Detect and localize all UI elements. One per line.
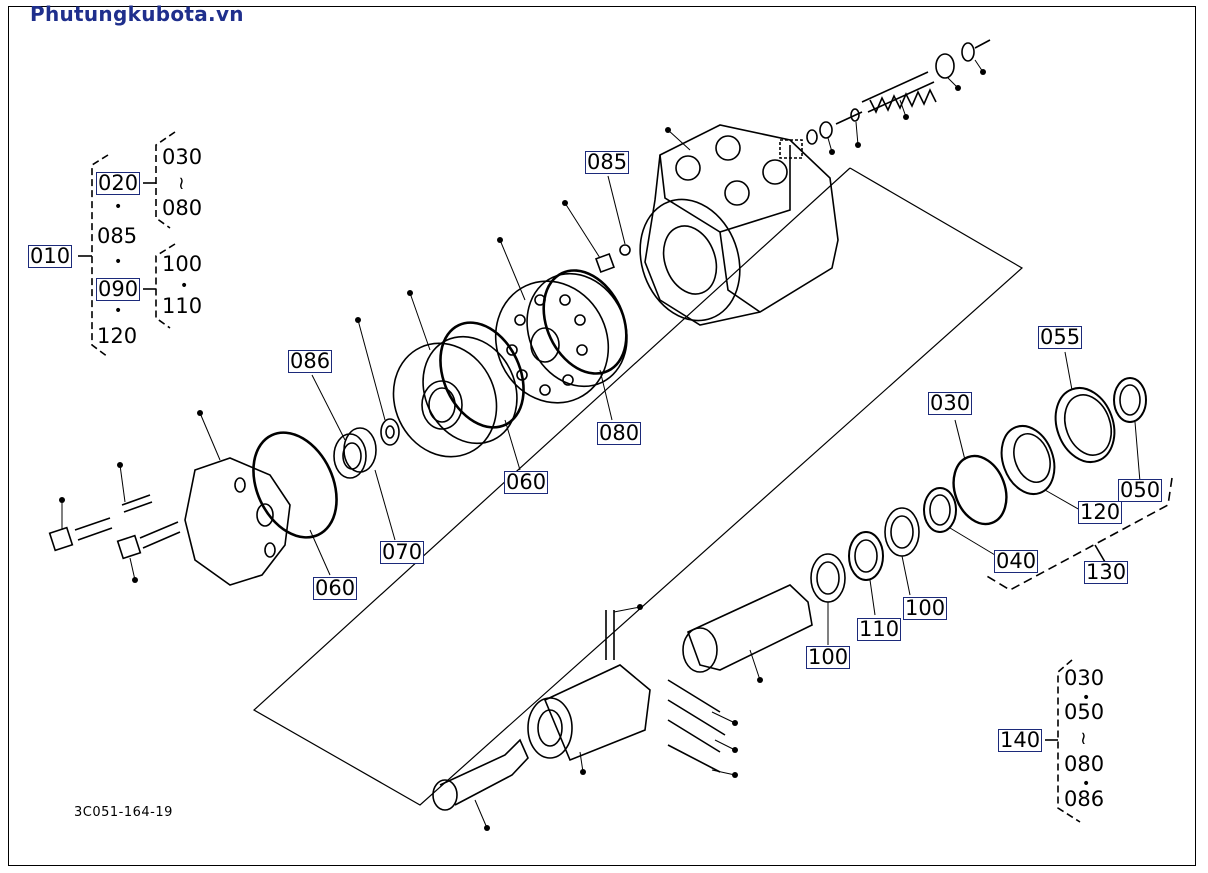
- bushing-120: [1000, 425, 1056, 495]
- callout-060-upper[interactable]: 060: [504, 470, 549, 494]
- check-ball-085: [595, 244, 631, 273]
- callout-010[interactable]: 010: [28, 244, 73, 268]
- label-030-set: 030: [1064, 666, 1105, 690]
- label-086-set: 086: [1064, 787, 1105, 811]
- label-100-group: 100: [162, 252, 203, 276]
- separator-dot: •: [1082, 690, 1091, 706]
- valve-housing: [639, 124, 839, 326]
- label-080-group: 080: [162, 196, 203, 220]
- separator-dot: •: [114, 199, 123, 215]
- callout-085[interactable]: 085: [585, 150, 630, 174]
- cross-pin: [605, 610, 615, 660]
- sleeve: [527, 664, 651, 762]
- label-120-group: 120: [97, 324, 138, 348]
- separator-dot: •: [114, 254, 123, 270]
- part-dots: [59, 69, 986, 831]
- callout-020[interactable]: 020: [96, 171, 141, 195]
- seal-055: [1054, 387, 1116, 463]
- centering-springs: [667, 679, 726, 773]
- leader-lines: [61, 59, 1141, 829]
- o-ring-060-lower: [252, 431, 338, 539]
- bracket-020: [155, 131, 176, 229]
- separator-dot: •: [114, 303, 123, 319]
- spring-assembly: [806, 39, 991, 145]
- bolt-upper: [48, 517, 113, 552]
- range-tilde: ≀: [1080, 728, 1087, 749]
- callout-110[interactable]: 110: [857, 617, 902, 641]
- callout-050[interactable]: 050: [1118, 478, 1163, 502]
- pin-upper: [121, 494, 153, 513]
- label-085-group: 085: [97, 224, 138, 248]
- o-ring-060-upper: [439, 321, 525, 429]
- range-tilde: ≀: [178, 173, 185, 194]
- callout-060-lower[interactable]: 060: [313, 576, 358, 600]
- callout-070[interactable]: 070: [380, 540, 425, 564]
- drive-shaft: [432, 738, 529, 811]
- spool: [682, 584, 813, 673]
- bracket-090: [155, 243, 176, 329]
- drawing-code: 3C051-164-19: [74, 805, 173, 820]
- label-030-group: 030: [162, 145, 203, 169]
- callout-100-upper[interactable]: 100: [903, 596, 948, 620]
- o-ring-030: [952, 454, 1008, 526]
- label-050-set: 050: [1064, 700, 1105, 724]
- callout-090[interactable]: 090: [96, 277, 141, 301]
- callout-086[interactable]: 086: [288, 349, 333, 373]
- site-watermark: Phutungkubota.vn: [30, 2, 244, 26]
- label-110-group: 110: [162, 294, 203, 318]
- drawing-frame: [8, 6, 1196, 866]
- bracket-140: [1057, 659, 1081, 823]
- end-cap: [184, 457, 291, 586]
- bracket-130: [984, 477, 1173, 591]
- callout-100-lower[interactable]: 100: [806, 645, 851, 669]
- callout-030[interactable]: 030: [928, 391, 973, 415]
- ring-040: [923, 487, 957, 533]
- callout-130[interactable]: 130: [1084, 560, 1129, 584]
- plate-080: [494, 272, 628, 404]
- separator-dot: •: [1082, 776, 1091, 792]
- o-ring-080: [542, 269, 628, 375]
- separator-dot: •: [180, 278, 189, 294]
- ring-050: [1113, 377, 1147, 423]
- bearing-110: [848, 531, 884, 581]
- label-080-set: 080: [1064, 752, 1105, 776]
- callout-080[interactable]: 080: [597, 421, 642, 445]
- callout-140[interactable]: 140: [998, 728, 1043, 752]
- bolt-lower: [116, 521, 181, 560]
- callout-120[interactable]: 120: [1078, 500, 1123, 524]
- assembly-outline: [252, 167, 1024, 806]
- callout-055[interactable]: 055: [1038, 325, 1083, 349]
- gerotor-set: [392, 335, 518, 458]
- callout-040[interactable]: 040: [994, 549, 1039, 573]
- washer-070: [380, 418, 400, 446]
